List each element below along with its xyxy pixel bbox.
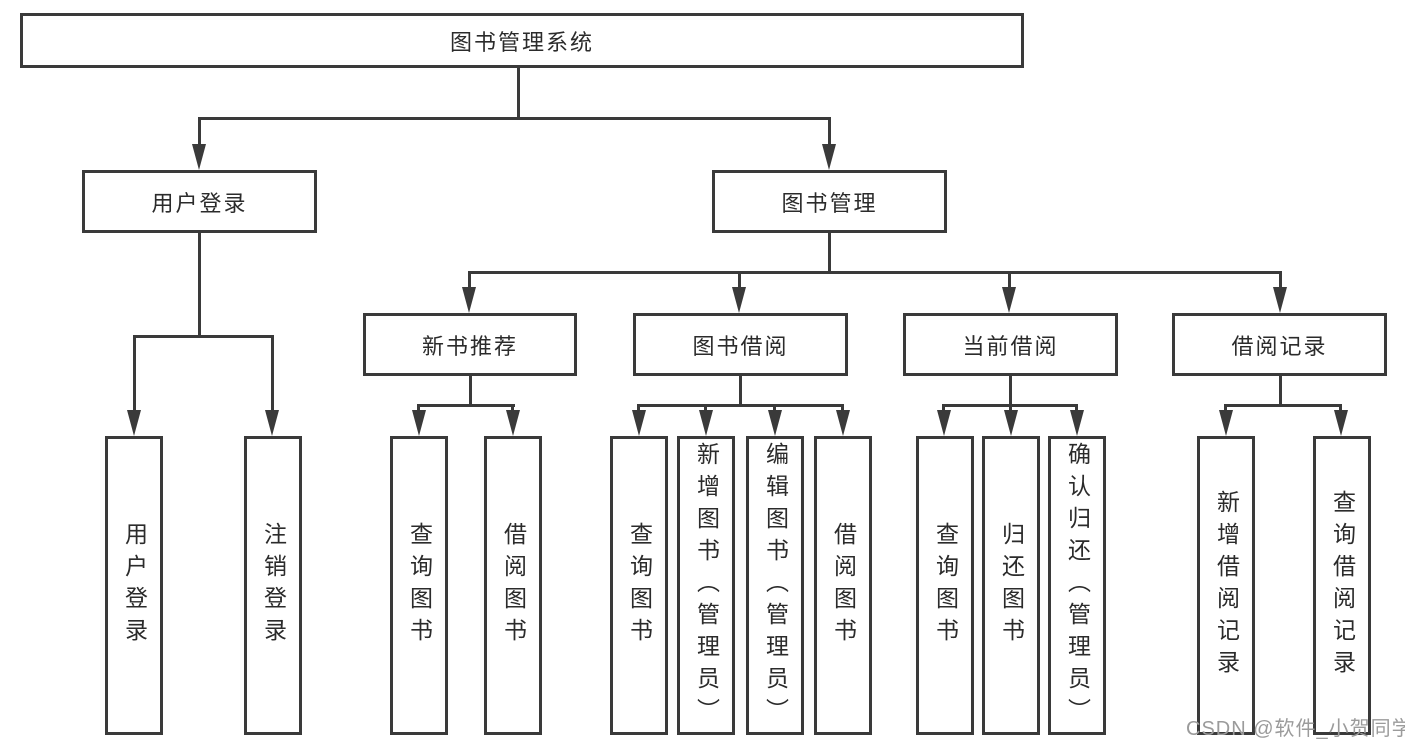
leaf-bb-borrow-books-label: 借阅图书: [830, 521, 857, 650]
connector-to-book-borrow: [738, 271, 741, 288]
arrowhead-br-child-1: [1219, 410, 1233, 436]
connector-to-leaf-login: [133, 335, 136, 411]
arrowhead-bb-child-3: [768, 410, 782, 436]
arrowhead-to-borrow-records: [1273, 287, 1287, 313]
connector-bb-child-4: [841, 404, 844, 412]
connector-br-child-2: [1339, 404, 1342, 412]
node-root: 图书管理系统: [20, 13, 1024, 68]
connector-bb-child-2: [704, 404, 707, 412]
leaf-bb-add-books-admin-label: 新增图书（管理员）: [693, 441, 720, 730]
leaf-logout-label: 注销登录: [260, 521, 287, 650]
node-book-management: 图书管理: [712, 170, 947, 233]
arrowhead-to-book-borrow: [732, 287, 746, 313]
leaf-nb-query-books-label: 查询图书: [406, 521, 433, 650]
node-new-book-recommend-label: 新书推荐: [421, 333, 518, 359]
connector-bb-child-3: [773, 404, 776, 412]
leaf-bb-query-books: 查询图书: [610, 436, 668, 735]
connector-root-bar: [198, 117, 831, 120]
leaf-bb-borrow-books: 借阅图书: [814, 436, 872, 735]
leaf-bb-edit-books-admin: 编辑图书（管理员）: [746, 436, 804, 735]
node-new-book-recommend: 新书推荐: [363, 313, 577, 376]
arrowhead-nb-child-2: [506, 410, 520, 436]
arrowhead-bb-child-2: [699, 410, 713, 436]
connector-nb-child-2: [511, 404, 514, 412]
connector-to-new-book: [468, 271, 471, 288]
leaf-br-query-record-label: 查询借阅记录: [1329, 489, 1356, 682]
arrowhead-to-leaf-logout: [265, 410, 279, 436]
connector-cb-child-3: [1075, 404, 1078, 412]
node-book-borrow-label: 图书借阅: [692, 333, 789, 359]
arrowhead-br-child-2: [1334, 410, 1348, 436]
node-book-management-label: 图书管理: [781, 190, 878, 216]
connector-to-leaf-logout: [271, 335, 274, 411]
arrowhead-cb-child-3: [1070, 410, 1084, 436]
connector-book-management-stem: [828, 233, 831, 274]
connector-book-management-bar: [468, 271, 1282, 274]
node-user-login-label: 用户登录: [151, 190, 248, 216]
arrowhead-cb-child-1: [937, 410, 951, 436]
leaf-user-login: 用户登录: [105, 436, 163, 735]
leaf-nb-borrow-books: 借阅图书: [484, 436, 542, 735]
leaf-bb-edit-books-admin-label: 编辑图书（管理员）: [762, 441, 789, 730]
leaf-cb-query-books-label: 查询图书: [932, 521, 959, 650]
node-user-login: 用户登录: [82, 170, 317, 233]
node-borrow-records-label: 借阅记录: [1231, 333, 1328, 359]
connector-user-login-stem: [198, 233, 201, 337]
arrowhead-cb-child-2: [1004, 410, 1018, 436]
arrowhead-to-user-login: [192, 144, 206, 170]
leaf-nb-borrow-books-label: 借阅图书: [500, 521, 527, 650]
arrowhead-to-book-management: [822, 144, 836, 170]
connector-user-login-bar: [133, 335, 274, 338]
connector-bb-child-1: [637, 404, 640, 412]
leaf-br-add-record-label: 新增借阅记录: [1213, 489, 1240, 682]
connector-to-book-management: [828, 117, 831, 145]
arrowhead-to-new-book: [462, 287, 476, 313]
connector-root-stem: [517, 68, 520, 118]
csdn-watermark: CSDN @软件_小贺同学: [1186, 718, 1405, 740]
connector-to-user-login: [198, 117, 201, 145]
node-root-label: 图书管理系统: [449, 29, 594, 55]
leaf-cb-return-books-label: 归还图书: [998, 521, 1025, 650]
connector-borrow-records-bar: [1224, 404, 1342, 407]
leaf-nb-query-books: 查询图书: [390, 436, 448, 735]
connector-new-book-bar: [417, 404, 515, 407]
connector-new-book-stem: [469, 376, 472, 406]
connector-cb-child-2: [1009, 404, 1012, 412]
connector-current-borrow-stem: [1009, 376, 1012, 406]
connector-to-borrow-records: [1279, 271, 1282, 288]
connector-br-child-1: [1224, 404, 1227, 412]
leaf-bb-add-books-admin: 新增图书（管理员）: [677, 436, 735, 735]
node-current-borrow-label: 当前借阅: [962, 333, 1059, 359]
connector-borrow-records-stem: [1279, 376, 1282, 406]
node-book-borrow: 图书借阅: [633, 313, 848, 376]
leaf-cb-confirm-return-admin: 确认归还（管理员）: [1048, 436, 1106, 735]
leaf-logout: 注销登录: [244, 436, 302, 735]
connector-book-borrow-bar: [637, 404, 844, 407]
connector-cb-child-1: [942, 404, 945, 412]
leaf-cb-query-books: 查询图书: [916, 436, 974, 735]
leaf-br-query-record: 查询借阅记录: [1313, 436, 1371, 735]
arrowhead-bb-child-4: [836, 410, 850, 436]
arrowhead-bb-child-1: [632, 410, 646, 436]
leaf-cb-confirm-return-admin-label: 确认归还（管理员）: [1064, 441, 1091, 730]
arrowhead-to-leaf-login: [127, 410, 141, 436]
node-borrow-records: 借阅记录: [1172, 313, 1387, 376]
connector-nb-child-1: [417, 404, 420, 412]
connector-to-current-borrow: [1008, 271, 1011, 288]
node-current-borrow: 当前借阅: [903, 313, 1118, 376]
arrowhead-to-current-borrow: [1002, 287, 1016, 313]
leaf-user-login-label: 用户登录: [121, 521, 148, 650]
leaf-bb-query-books-label: 查询图书: [626, 521, 653, 650]
leaf-cb-return-books: 归还图书: [982, 436, 1040, 735]
leaf-br-add-record: 新增借阅记录: [1197, 436, 1255, 735]
connector-book-borrow-stem: [739, 376, 742, 406]
arrowhead-nb-child-1: [412, 410, 426, 436]
